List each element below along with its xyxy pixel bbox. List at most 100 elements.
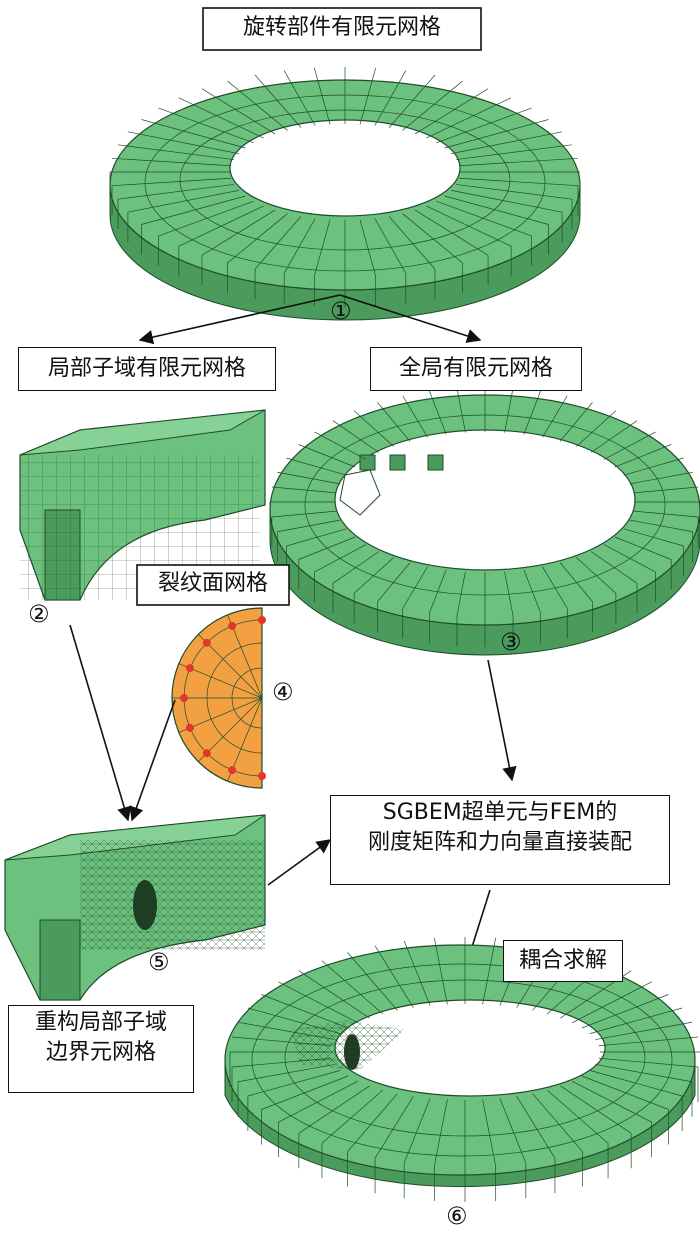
mesh-line [414, 88, 489, 135]
mesh-line [374, 1096, 414, 1159]
mesh-line [426, 97, 512, 139]
mesh-line [589, 1007, 683, 1034]
mesh-line [313, 219, 331, 277]
mesh-line [542, 566, 568, 609]
mesh-line [278, 981, 359, 1024]
mesh-line [444, 195, 549, 225]
mesh-line [314, 544, 367, 573]
arrow-to-global [339, 294, 482, 343]
mesh-line [451, 190, 563, 213]
crack-front-node [202, 638, 211, 647]
mesh-line [581, 994, 669, 1029]
mesh-line [402, 395, 428, 438]
mesh-line [402, 566, 428, 609]
mesh-line [332, 551, 380, 584]
mesh-line [237, 1064, 335, 1083]
mesh-line [353, 410, 394, 447]
marker-5: ⑤ [148, 948, 170, 976]
mesh-line [347, 952, 398, 1011]
label-assembly: SGBEM超单元与FEM的 刚度矩阵和力向量直接装配 [330, 795, 670, 885]
mesh-line [321, 1089, 384, 1144]
global-ring-mesh [269, 387, 700, 656]
mesh-line [429, 569, 447, 614]
mesh-line [590, 551, 638, 584]
mesh-line [560, 1085, 632, 1134]
label-local-subdomain-mesh: 局部子域有限元网格 [18, 347, 276, 391]
assembly-line-2: 刚度矩阵和力向量直接装配 [367, 830, 632, 855]
mesh-line [598, 1057, 699, 1068]
mesh-line [456, 144, 573, 160]
mesh-line [589, 1070, 683, 1097]
mesh-line [516, 1096, 556, 1159]
mesh-line [426, 205, 512, 247]
mesh-line [433, 937, 448, 1005]
mesh-line [603, 431, 656, 460]
mesh-line [359, 219, 377, 277]
mesh-line [298, 536, 356, 560]
mesh-line [117, 144, 234, 160]
mesh-line [458, 177, 579, 187]
mesh-line [271, 510, 337, 518]
mesh-line [546, 1089, 609, 1144]
mesh-line [298, 970, 370, 1019]
mesh-line [590, 420, 638, 453]
rebuild-line-2: 边界元网格 [45, 1040, 156, 1065]
mesh-line [261, 994, 349, 1029]
mesh-line [629, 471, 693, 485]
mesh-line [444, 119, 549, 149]
assembly-line-1: SGBEM超单元与FEM的 [382, 800, 618, 825]
marker-3: ③ [500, 628, 522, 656]
mesh-line [321, 960, 384, 1015]
mesh-line [456, 387, 466, 433]
mesh-line [614, 444, 672, 468]
mesh-line [201, 88, 276, 135]
top-ring-mesh [109, 67, 581, 321]
mesh-line [286, 457, 347, 476]
mesh-line [598, 1036, 699, 1047]
mesh-line [403, 1098, 431, 1164]
label-global-mesh: 全局有限元网格 [370, 347, 582, 391]
top-label-frame [202, 7, 482, 51]
mesh-line [332, 420, 380, 453]
marker-6: ⑥ [446, 1202, 468, 1230]
mesh-line [576, 557, 617, 594]
mesh-line [623, 457, 684, 476]
mesh-line [158, 200, 254, 237]
mesh-line [388, 216, 436, 270]
marker-4: ④ [272, 678, 294, 706]
label-coupled-solve: 耦合求解 [503, 940, 623, 982]
mesh-line [127, 131, 239, 154]
label-rebuild-boundary-mesh: 重构局部子域 边界元网格 [8, 1005, 194, 1093]
mesh-line [542, 395, 568, 438]
mesh-line [314, 431, 367, 460]
mesh-line [141, 195, 246, 225]
crack-front-node [258, 616, 266, 624]
mesh-line [559, 402, 593, 442]
crack-face-mesh [171, 607, 266, 789]
mesh-line [158, 107, 254, 144]
mesh-line [377, 562, 411, 602]
mesh-line [571, 981, 652, 1024]
mesh-line [283, 218, 316, 274]
mesh-line [436, 200, 532, 237]
mesh-line [523, 390, 541, 435]
mesh-line [403, 940, 431, 1006]
title-rotating-part-mesh: 旋转部件有限元网格 [242, 15, 441, 40]
mesh-line [595, 1064, 693, 1083]
mesh-line [231, 1057, 332, 1068]
mesh-line [633, 486, 699, 494]
mesh-line [359, 67, 377, 125]
mesh-line [458, 157, 579, 167]
crack-front-node [202, 749, 211, 758]
mesh-line [482, 937, 497, 1005]
mesh-line [261, 1075, 349, 1110]
arrow-crack-to-rebuild [129, 699, 176, 822]
mesh-line [111, 177, 232, 187]
crack-front-node [185, 723, 194, 732]
mesh-line [436, 107, 532, 144]
mesh-line [603, 544, 656, 573]
mesh-line [456, 184, 573, 200]
mesh-line [456, 571, 466, 617]
arrow-local-to-rebuild [69, 624, 132, 822]
mesh-line [433, 1099, 448, 1167]
